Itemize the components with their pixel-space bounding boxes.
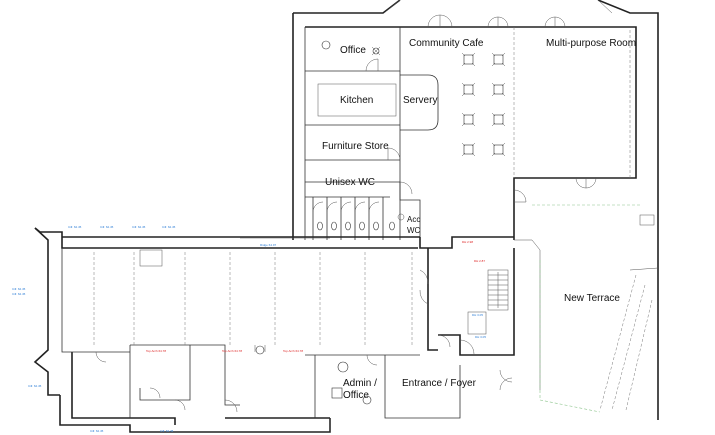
svg-text:Ridge 64.97: Ridge 64.97: [260, 243, 277, 247]
room-label-acc-wc-line2: WC: [407, 226, 421, 235]
room-label-new-terrace: New Terrace: [564, 293, 620, 304]
svg-text:Cill: 62.45: Cill: 62.45: [12, 287, 26, 291]
door-swings-lower: [95, 269, 513, 413]
svg-text:DH 2.87: DH 2.87: [474, 259, 485, 263]
room-label-unisex-wc: Unisex WC: [325, 177, 375, 188]
main-hall: [33, 227, 515, 433]
svg-text:Top Arch 64.78: Top Arch 64.78: [283, 349, 303, 353]
stair: [487, 269, 509, 311]
svg-text:DH 3.05: DH 3.05: [472, 313, 483, 317]
svg-text:DH 3.05: DH 3.05: [475, 335, 486, 339]
svg-text:Cill: 62.45: Cill: 62.45: [160, 429, 174, 433]
svg-text:Cill: 62.45: Cill: 62.45: [132, 225, 146, 229]
room-label-community-cafe: Community Cafe: [409, 38, 484, 49]
svg-text:Top Arch 64.78: Top Arch 64.78: [146, 349, 166, 353]
room-label-kitchen: Kitchen: [340, 95, 373, 106]
svg-text:Cill: 62.45: Cill: 62.45: [28, 384, 42, 388]
cafe-tables: [461, 52, 506, 157]
door-swings-upper: [365, 14, 597, 203]
room-label-furniture-store: Furniture Store: [322, 141, 389, 152]
svg-text:Cill: 62.45: Cill: 62.45: [68, 225, 82, 229]
room-label-servery: Servery: [403, 95, 437, 106]
roof-trusses: [93, 237, 413, 355]
svg-text:DH 2.98: DH 2.98: [462, 240, 473, 244]
room-label-admin-office-line1: Admin /: [343, 378, 377, 389]
svg-text:Cill: 62.45: Cill: 62.45: [12, 292, 26, 296]
upper-extension: [292, 0, 659, 420]
svg-text:Cill: 62.45: Cill: 62.45: [90, 429, 104, 433]
office-furniture: [321, 40, 381, 56]
room-label-office: Office: [340, 45, 366, 56]
room-label-entrance-foyer: Entrance / Foyer: [402, 378, 477, 389]
svg-text:Cill: 62.45: Cill: 62.45: [100, 225, 114, 229]
svg-text:Top Arch 64.78: Top Arch 64.78: [222, 349, 242, 353]
room-label-acc-wc-line1: Acc: [407, 215, 420, 224]
dimension-annotations: Cill: 62.45 Cill: 62.45 Cill: 62.45 Cill…: [12, 225, 486, 433]
wc-cubicles: [312, 197, 405, 240]
svg-text:Cill: 62.45: Cill: 62.45: [162, 225, 176, 229]
admin-furniture: [331, 361, 372, 405]
room-label-multipurpose-room: Multi-purpose Room: [546, 38, 636, 49]
terrace: [514, 204, 659, 413]
room-label-admin-office-line2: Office: [343, 390, 369, 401]
